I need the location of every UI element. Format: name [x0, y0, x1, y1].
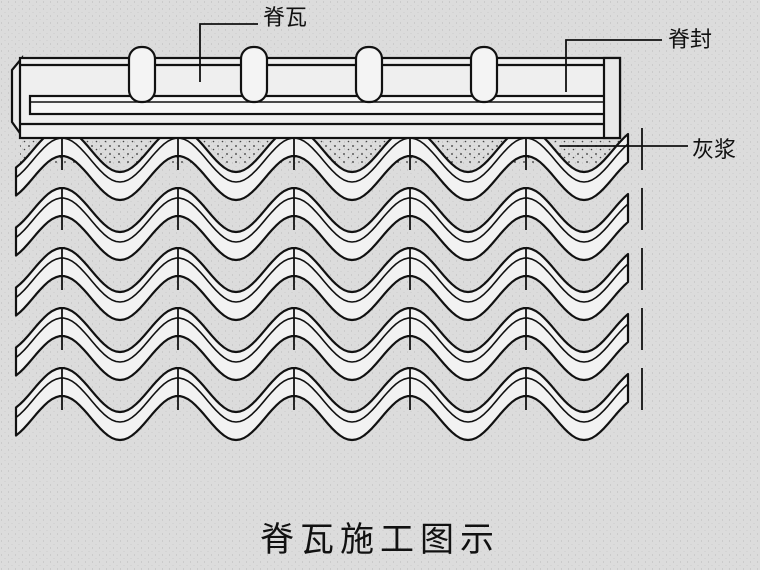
- ridge-seal-strip: [28, 94, 610, 116]
- ridge-tile-label: 脊瓦: [263, 6, 308, 31]
- ridge-seal-bar: [10, 54, 622, 140]
- ridge-end-cap-right: [602, 56, 622, 140]
- diagram-caption: 脊瓦施工图示: [260, 520, 500, 560]
- ridge-tiles: [127, 45, 499, 104]
- ridge-tile: [469, 45, 499, 104]
- leader-line-ridge-seal: [565, 39, 662, 92]
- ridge-tile: [127, 45, 157, 104]
- tile-course: [14, 187, 630, 262]
- tile-course: [14, 307, 630, 382]
- roof-tiles: [14, 127, 643, 442]
- mortar-label: 灰浆: [692, 138, 737, 163]
- ridge-tile: [239, 45, 269, 104]
- ridge-tile: [354, 45, 384, 104]
- tile-course: [14, 127, 630, 202]
- tile-course: [14, 367, 630, 442]
- leader-line-ridge-tile: [199, 23, 258, 82]
- ridge-seal-label: 脊封: [668, 28, 713, 53]
- tile-course: [14, 247, 630, 322]
